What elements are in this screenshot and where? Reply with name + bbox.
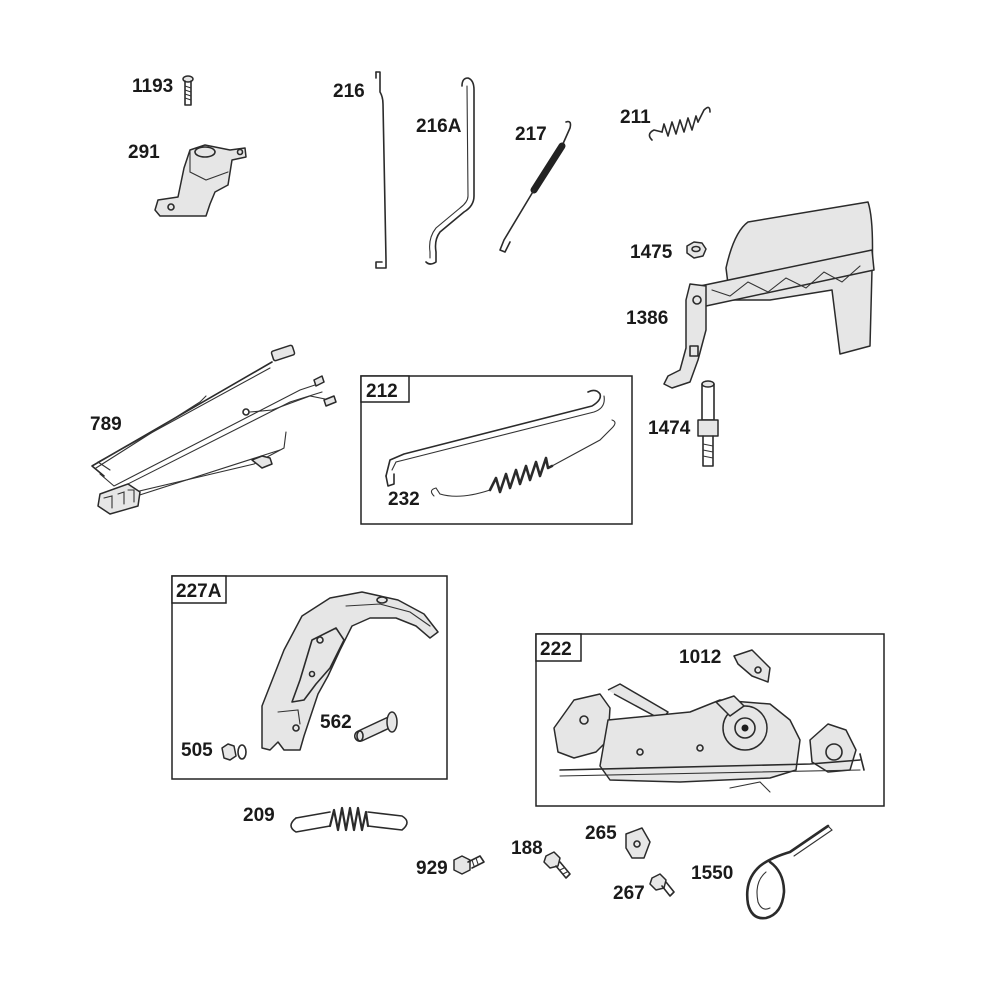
part-212-rod-spring	[385, 389, 616, 497]
part-216-rod	[375, 71, 387, 269]
label-211: 211	[620, 107, 651, 128]
label-265: 265	[585, 823, 617, 844]
label-188: 188	[511, 838, 543, 859]
part-216a-rod	[425, 77, 475, 265]
part-222-group-box	[535, 633, 885, 807]
label-222: 222	[540, 639, 572, 660]
label-212: 212	[366, 381, 398, 402]
label-216a: 216A	[416, 116, 462, 137]
label-291: 291	[128, 142, 160, 163]
label-267: 267	[613, 883, 645, 904]
part-209-spring	[290, 806, 408, 833]
part-505-nut-washer	[221, 743, 247, 761]
label-789: 789	[90, 414, 122, 435]
part-1550-spring	[745, 824, 833, 920]
label-1550: 1550	[691, 863, 733, 884]
part-1012-clip	[733, 649, 771, 683]
part-188-screw	[543, 851, 571, 879]
part-789-wire-harness	[91, 344, 337, 515]
label-209: 209	[243, 805, 275, 826]
label-562: 562	[320, 712, 352, 733]
part-227a-governor-bracket	[261, 591, 439, 751]
label-1475: 1475	[630, 242, 673, 263]
part-1475-nut	[686, 241, 707, 259]
part-227a-group-box	[171, 575, 448, 780]
label-1193: 1193	[132, 76, 173, 97]
label-505: 505	[181, 740, 213, 761]
part-265-clip	[625, 827, 651, 859]
label-227a: 227A	[176, 581, 222, 602]
part-212-group-box	[360, 375, 633, 525]
label-1012: 1012	[679, 647, 721, 668]
part-1474-stud	[697, 380, 719, 467]
part-267-screw	[649, 873, 675, 897]
label-1386: 1386	[626, 308, 668, 329]
part-211-spring	[648, 106, 711, 141]
part-1386-deflector	[663, 201, 875, 389]
part-1193-screw	[182, 75, 194, 106]
label-929: 929	[416, 858, 448, 879]
part-562-pin	[354, 711, 398, 742]
part-222-governor-assembly	[553, 683, 865, 793]
part-929-screw	[453, 855, 485, 875]
label-1474: 1474	[648, 418, 691, 439]
part-217-spring	[499, 120, 572, 253]
part-291-bracket	[154, 144, 247, 217]
label-216: 216	[333, 81, 365, 102]
label-232: 232	[388, 489, 420, 510]
label-217: 217	[515, 124, 547, 145]
